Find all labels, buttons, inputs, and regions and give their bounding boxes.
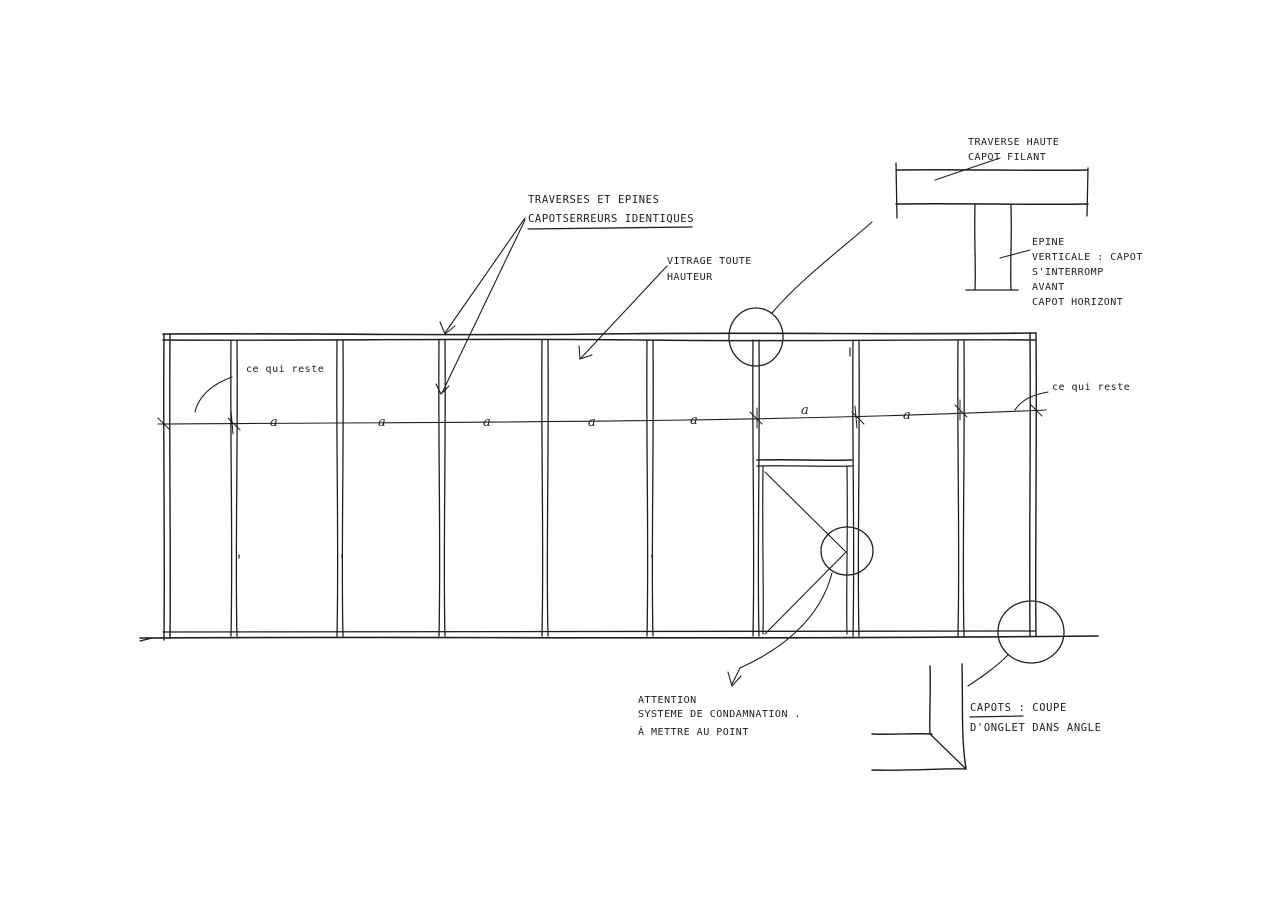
detail-circle-corner xyxy=(997,600,1065,664)
annotations: TRAVERSES ET EPINES CAPOTSERREURS IDENTI… xyxy=(246,137,1143,738)
detail-top-line2: CAPOT FILANT xyxy=(968,152,1046,163)
corner-detail-line1: CAPOTS : COUPE xyxy=(970,702,1067,714)
detail-corner-mitre xyxy=(871,663,967,771)
corner-detail-line2: D'ONGLET DANS ANGLE xyxy=(970,722,1102,734)
mullion xyxy=(541,339,549,637)
detail-circle-top xyxy=(728,307,784,367)
ground-tick xyxy=(139,637,153,642)
detail-circle-door xyxy=(820,526,874,576)
warning-line1: ATTENTION xyxy=(638,695,697,706)
right-stile xyxy=(1029,332,1037,637)
glazing-note-line1: VITRAGE TOUTE xyxy=(667,256,752,267)
detail-epine-line3: S'INTERROMP xyxy=(1032,267,1104,278)
detail-epine-line1: EPINE xyxy=(1032,237,1065,248)
facade-elevation: a a a a a a a xyxy=(139,332,1099,642)
mullion xyxy=(852,339,860,637)
remainder-left-note: ce qui reste xyxy=(246,364,324,375)
glazing-note-line2: HAUTEUR xyxy=(667,272,713,283)
module-label: a xyxy=(690,413,698,428)
detail-callouts xyxy=(727,221,1065,687)
warning-line3: À METTRE AU POINT xyxy=(638,725,749,738)
mullions xyxy=(230,339,965,637)
mullion xyxy=(752,339,760,637)
detail-transom-section xyxy=(895,157,1089,291)
top-transom-lower xyxy=(162,338,1037,342)
module-label: a xyxy=(903,408,911,423)
left-stile xyxy=(163,333,171,641)
warning-line2: SYSTEME DE CONDAMNATION . xyxy=(638,709,801,720)
top-transom xyxy=(162,332,1037,336)
leader-lines xyxy=(194,217,1049,718)
mullion xyxy=(230,339,238,637)
mullion xyxy=(957,339,965,637)
detail-epine-line5: CAPOT HORIZONT xyxy=(1032,297,1123,308)
detail-epine-line2: VERTICALE : CAPOT xyxy=(1032,252,1143,263)
remainder-right-note: ce qui reste xyxy=(1052,382,1130,393)
door-leaf xyxy=(756,459,853,635)
bottom-sill-upper xyxy=(162,630,1037,634)
top-note-line1: TRAVERSES ET EPINES xyxy=(528,194,660,206)
module-label: a xyxy=(270,415,278,430)
module-label: a xyxy=(483,415,491,430)
module-labels: a a a a a a a xyxy=(270,403,911,430)
mullion xyxy=(438,339,446,637)
module-label: a xyxy=(588,415,596,430)
module-label: a xyxy=(378,415,386,430)
bottom-sill xyxy=(139,635,1099,639)
glazing-marks xyxy=(238,347,851,559)
module-dimension-line xyxy=(157,399,1047,435)
mullion xyxy=(336,339,344,637)
mullion xyxy=(646,339,654,637)
detail-top-line1: TRAVERSE HAUTE xyxy=(968,137,1059,148)
detail-epine-line4: AVANT xyxy=(1032,282,1065,293)
top-note-line2: CAPOTSERREURS IDENTIQUES xyxy=(528,213,694,225)
module-label: a xyxy=(801,403,809,418)
